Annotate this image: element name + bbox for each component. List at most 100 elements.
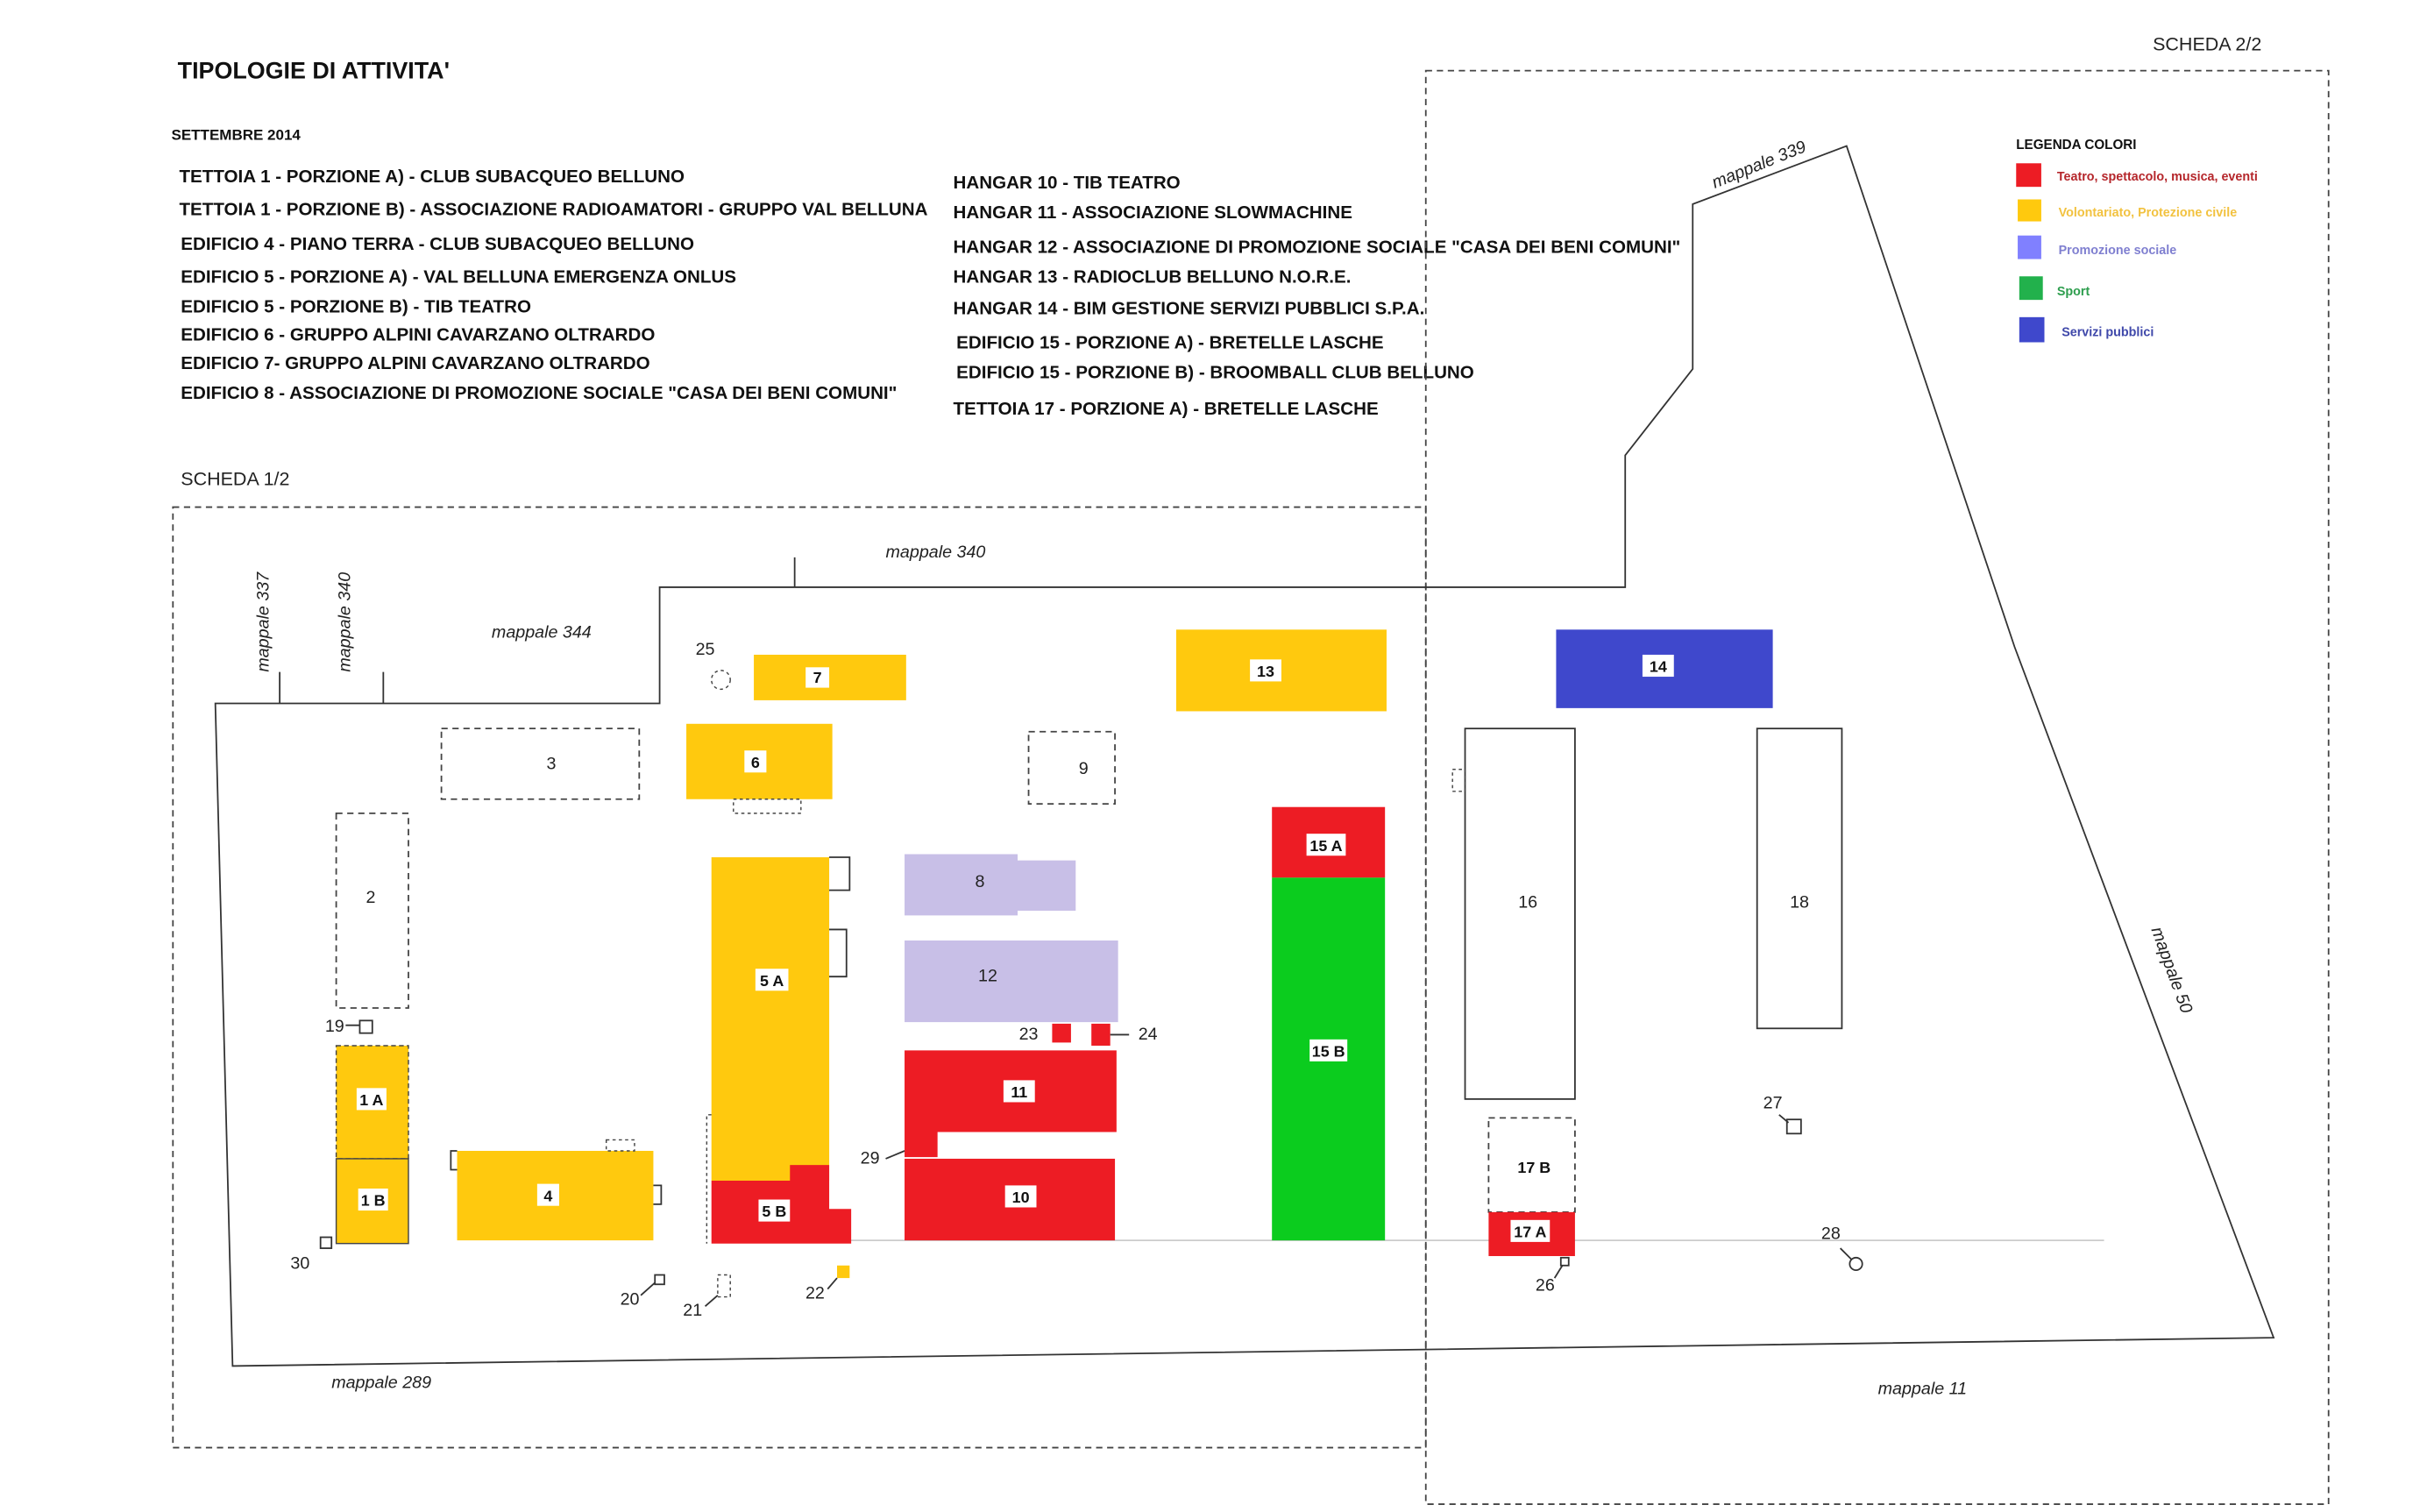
mappale-label: mappale 337 [254, 571, 273, 672]
building-label: 16 [1518, 892, 1537, 912]
building-label: 10 [1012, 1189, 1030, 1206]
legend-title: LEGENDA COLORI [2016, 138, 2136, 153]
building-labels: 7 13 14 3 6 9 2 1 A 1 B 4 5 A 5 B 8 12 1… [356, 654, 1809, 1242]
building-5a[interactable] [711, 857, 830, 1182]
building-4-outline [450, 1150, 663, 1205]
list-item: HANGAR 10 - TIB TEATRO [954, 173, 1181, 193]
marker-label: 23 [1019, 1025, 1039, 1044]
building-8[interactable] [905, 854, 1076, 916]
building-label: 14 [1650, 658, 1667, 676]
marker-26-icon [1559, 1256, 1570, 1267]
legend-label: Servizi pubblici [2061, 325, 2154, 339]
building-label: 8 [976, 872, 985, 891]
list-item: EDIFICIO 6 - GRUPPO ALPINI CAVARZANO OLT… [181, 325, 655, 345]
list-item: HANGAR 12 - ASSOCIAZIONE DI PROMOZIONE S… [954, 237, 1681, 257]
marker-28-icon [1849, 1256, 1863, 1272]
building-label: 13 [1257, 663, 1274, 680]
marker-label: 20 [621, 1290, 640, 1310]
building-5a-outline [829, 856, 851, 978]
building-label: 18 [1790, 892, 1809, 912]
building-16[interactable] [1464, 728, 1576, 1100]
mappale-label: mappale 339 [1709, 138, 1809, 193]
legend-swatch-green [2019, 276, 2043, 301]
marker-label: 29 [861, 1148, 880, 1168]
building-label: 5 A [760, 972, 784, 990]
scheda-2-frame [1424, 69, 2330, 1505]
list-item: HANGAR 13 - RADIOCLUB BELLUNO N.O.R.E. [954, 266, 1352, 287]
building-label: 4 [543, 1187, 552, 1204]
list-item: EDIFICIO 8 - ASSOCIAZIONE DI PROMOZIONE … [181, 383, 897, 403]
property-boundary [214, 145, 2275, 1367]
date-label: SETTEMBRE 2014 [172, 126, 302, 143]
scheda-2-label: SCHEDA 2/2 [2153, 33, 2261, 54]
list-item: HANGAR 11 - ASSOCIAZIONE SLOWMACHINE [954, 202, 1352, 223]
building-11[interactable] [905, 1050, 1117, 1158]
legend-label: Promozione sociale [2059, 244, 2177, 258]
building-2[interactable] [335, 812, 409, 1009]
buildings [335, 629, 1843, 1279]
page-title: TIPOLOGIE DI ATTIVITA' [178, 58, 450, 84]
marker-25-icon [710, 670, 731, 691]
marker-label: 26 [1536, 1275, 1555, 1295]
building-label: 5 B [762, 1203, 786, 1220]
legend-label: Sport [2057, 285, 2090, 299]
marker-20-icon [654, 1274, 665, 1286]
building-label: 9 [1079, 759, 1089, 778]
building-5-dotted [706, 1114, 712, 1244]
scheda-1-frame [172, 506, 1427, 1449]
marker-label: 22 [805, 1283, 825, 1303]
building-4-annex [605, 1139, 635, 1152]
boundary-ticks [279, 557, 796, 704]
building-label: 2 [366, 888, 376, 907]
building-label: 12 [978, 967, 997, 986]
building-label: 11 [1011, 1083, 1027, 1101]
building-label: 15 A [1309, 837, 1342, 855]
marker-23-box [1052, 1023, 1071, 1043]
building-7[interactable] [754, 654, 906, 700]
legend-label: Volontariato, Protezione civile [2059, 206, 2238, 220]
marker-24-box [1091, 1023, 1111, 1046]
markers: 25 19 30 20 21 22 23 24 29 26 27 28 [290, 640, 1863, 1320]
activity-list-right: HANGAR 10 - TIB TEATRO HANGAR 11 - ASSOC… [954, 173, 1681, 419]
building-label: 17 B [1517, 1159, 1551, 1176]
building-label: 15 B [1312, 1043, 1345, 1061]
building-9[interactable] [1027, 730, 1116, 806]
building-3[interactable] [440, 728, 641, 800]
marker-label: 30 [290, 1253, 309, 1273]
legend-swatch-blue [2019, 316, 2045, 343]
scheda-1-label: SCHEDA 1/2 [181, 469, 289, 490]
marker-27-icon [1785, 1118, 1802, 1135]
building-18[interactable] [1756, 728, 1843, 1030]
list-item: EDIFICIO 15 - PORZIONE A) - BRETELLE LAS… [956, 333, 1383, 353]
mappale-label: mappale 340 [336, 572, 355, 672]
color-legend: LEGENDA COLORI Teatro, spettacolo, music… [2016, 138, 2258, 343]
building-label: 1 B [361, 1192, 386, 1210]
marker-19-icon [358, 1019, 373, 1034]
mappale-label: mappale 289 [331, 1373, 431, 1392]
building-12[interactable] [905, 940, 1118, 1023]
legend-swatch-red [2016, 163, 2041, 188]
list-item: TETTOIA 1 - PORZIONE A) - CLUB SUBACQUEO… [179, 167, 685, 187]
building-6-annex [733, 799, 802, 814]
building-label: 3 [547, 755, 557, 774]
activity-list-left: TETTOIA 1 - PORZIONE A) - CLUB SUBACQUEO… [179, 167, 927, 403]
legend-swatch-lavender [2018, 235, 2041, 259]
marker-label: 25 [696, 640, 715, 659]
list-item: EDIFICIO 5 - PORZIONE A) - VAL BELLUNA E… [181, 266, 736, 287]
list-item: EDIFICIO 15 - PORZIONE B) - BROOMBALL CL… [956, 363, 1474, 383]
marker-label: 27 [1763, 1094, 1783, 1113]
building-label: 6 [751, 754, 760, 771]
list-item: EDIFICIO 5 - PORZIONE B) - TIB TEATRO [181, 296, 531, 316]
mappale-label: mappale 344 [492, 622, 592, 642]
building-16-annex [1451, 769, 1466, 792]
list-item: EDIFICIO 7- GRUPPO ALPINI CAVARZANO OLTR… [181, 353, 649, 373]
marker-30-icon [319, 1236, 333, 1249]
building-label: 1 A [359, 1091, 383, 1109]
marker-label: 24 [1139, 1025, 1158, 1044]
marker-label: 21 [683, 1301, 702, 1320]
mappale-label: mappale 11 [1878, 1380, 1967, 1399]
mappale-label: mappale 50 [2147, 925, 2196, 1016]
list-item: TETTOIA 17 - PORZIONE A) - BRETELLE LASC… [954, 399, 1379, 419]
building-label: 17 A [1514, 1224, 1546, 1241]
list-item: EDIFICIO 4 - PIANO TERRA - CLUB SUBACQUE… [181, 234, 694, 254]
